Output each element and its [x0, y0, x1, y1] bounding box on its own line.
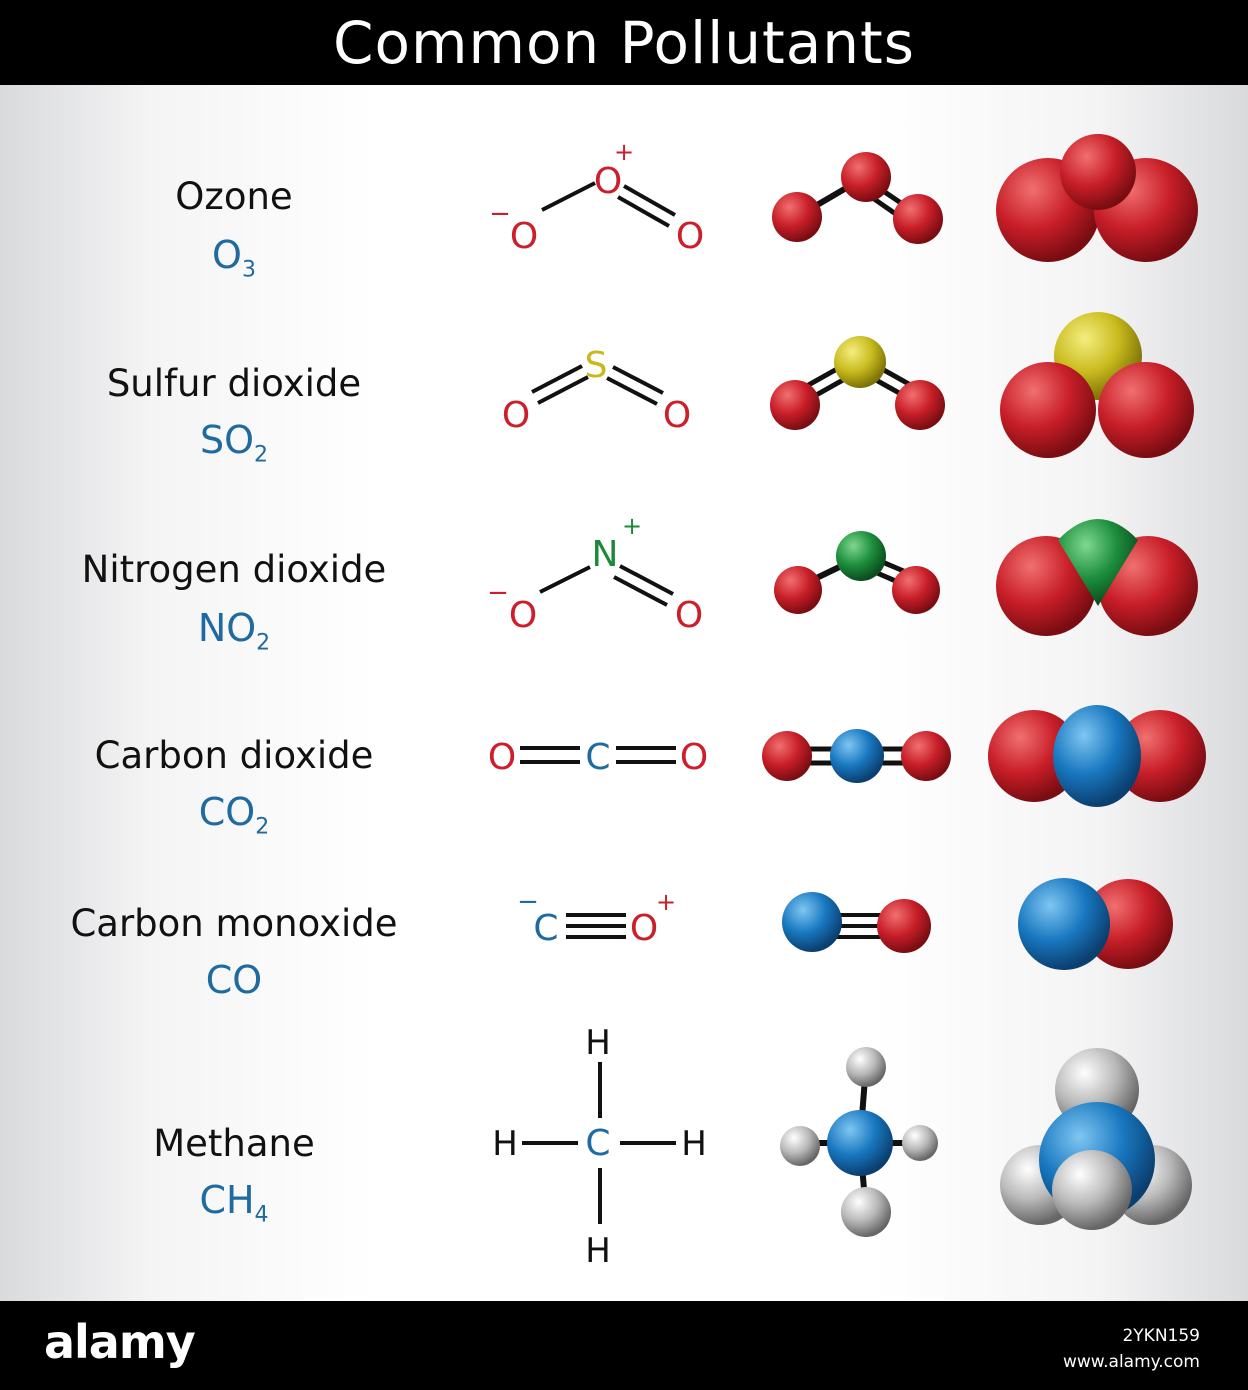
sulfur-dioxide-ball-and-stick [770, 336, 945, 430]
ozone-minus-charge: − [489, 199, 511, 229]
molecule-formula-sulfur-dioxide: SO2 [199, 418, 269, 468]
molecule-name-methane: Methane [153, 1122, 315, 1165]
carbon-monoxide-atom-c: C [533, 908, 558, 949]
methane-ball-and-stick [780, 1047, 938, 1237]
alamy-logo: alamy [44, 1315, 196, 1369]
methane-atom-h-right: H [681, 1124, 707, 1164]
ozone-plus-charge: + [614, 138, 634, 166]
nitrogen-dioxide-plus-charge: + [622, 512, 642, 540]
carbon-monoxide-space-filling [1018, 878, 1173, 970]
molecule-formula-carbon-monoxide: CO [205, 958, 263, 1002]
carbon-monoxide-structural-formula [566, 913, 626, 939]
methane-atom-h-left: H [492, 1124, 518, 1164]
molecule-formula-ozone: O3 [212, 233, 256, 283]
carbon-dioxide-ball-and-stick [762, 729, 951, 783]
nitrogen-dioxide-atom-n: N [592, 534, 619, 575]
image-id: 2YKN159 [1122, 1326, 1200, 1346]
ozone-atom-o-right: O [676, 216, 704, 257]
page-title: Common Pollutants [0, 0, 1248, 85]
ozone-ball-and-stick [772, 152, 943, 244]
methane-atom-h-top: H [585, 1023, 611, 1063]
nitrogen-dioxide-atom-o-right: O [675, 595, 703, 636]
carbon-monoxide-ball-and-stick [782, 892, 931, 953]
nitrogen-dioxide-structural-formula [539, 564, 674, 607]
sulfur-dioxide-space-filling [1000, 312, 1194, 458]
carbon-dioxide-atom-c: C [585, 737, 610, 778]
carbon-dioxide-atom-o-left: O [488, 737, 516, 778]
methane-atom-h-bottom: H [585, 1231, 611, 1271]
ozone-atom-o-left: O [510, 216, 538, 257]
sulfur-dioxide-atom-o-right: O [663, 395, 691, 436]
carbon-monoxide-minus-charge: − [517, 887, 539, 917]
molecule-formula-carbon-dioxide: CO2 [198, 790, 270, 840]
molecule-name-carbon-monoxide: Carbon monoxide [70, 902, 398, 945]
methane-space-filling [1000, 1048, 1192, 1230]
molecule-name-carbon-dioxide: Carbon dioxide [94, 734, 374, 777]
sulfur-dioxide-atom-o-left: O [502, 395, 530, 436]
sulfur-dioxide-structural-formula [531, 364, 664, 406]
carbon-monoxide-atom-o: O [630, 908, 658, 949]
footer-bar: alamy 2YKN159 www.alamy.com [0, 1301, 1248, 1390]
molecule-formula-methane: CH4 [199, 1178, 269, 1228]
nitrogen-dioxide-minus-charge: − [487, 578, 509, 608]
nitrogen-dioxide-space-filling [996, 519, 1198, 636]
ozone-atom-o-center: O [594, 161, 622, 202]
sulfur-dioxide-atom-s: S [585, 345, 608, 386]
carbon-dioxide-atom-o-right: O [680, 737, 708, 778]
carbon-monoxide-plus-charge: + [656, 888, 676, 916]
molecule-name-ozone: Ozone [175, 175, 293, 218]
carbon-dioxide-space-filling [988, 705, 1206, 807]
ozone-space-filling [996, 134, 1198, 262]
content-panel [0, 85, 1248, 1301]
methane-atom-c: C [585, 1123, 610, 1164]
image-credit: 2YKN159 www.alamy.com [1063, 1323, 1200, 1375]
molecule-name-nitrogen-dioxide: Nitrogen dioxide [81, 548, 387, 591]
source-url: www.alamy.com [1062, 1352, 1200, 1372]
nitrogen-dioxide-atom-o-left: O [509, 595, 537, 636]
carbon-dioxide-structural-formula [520, 746, 676, 764]
ozone-structural-formula [541, 181, 676, 228]
molecule-name-sulfur-dioxide: Sulfur dioxide [106, 362, 362, 405]
methane-structural-formula [522, 1062, 676, 1224]
nitrogen-dioxide-ball-and-stick [774, 531, 940, 614]
molecule-formula-nitrogen-dioxide: NO2 [197, 606, 271, 656]
molecule-illustrations: O + O − O S O O [487, 134, 1206, 1271]
